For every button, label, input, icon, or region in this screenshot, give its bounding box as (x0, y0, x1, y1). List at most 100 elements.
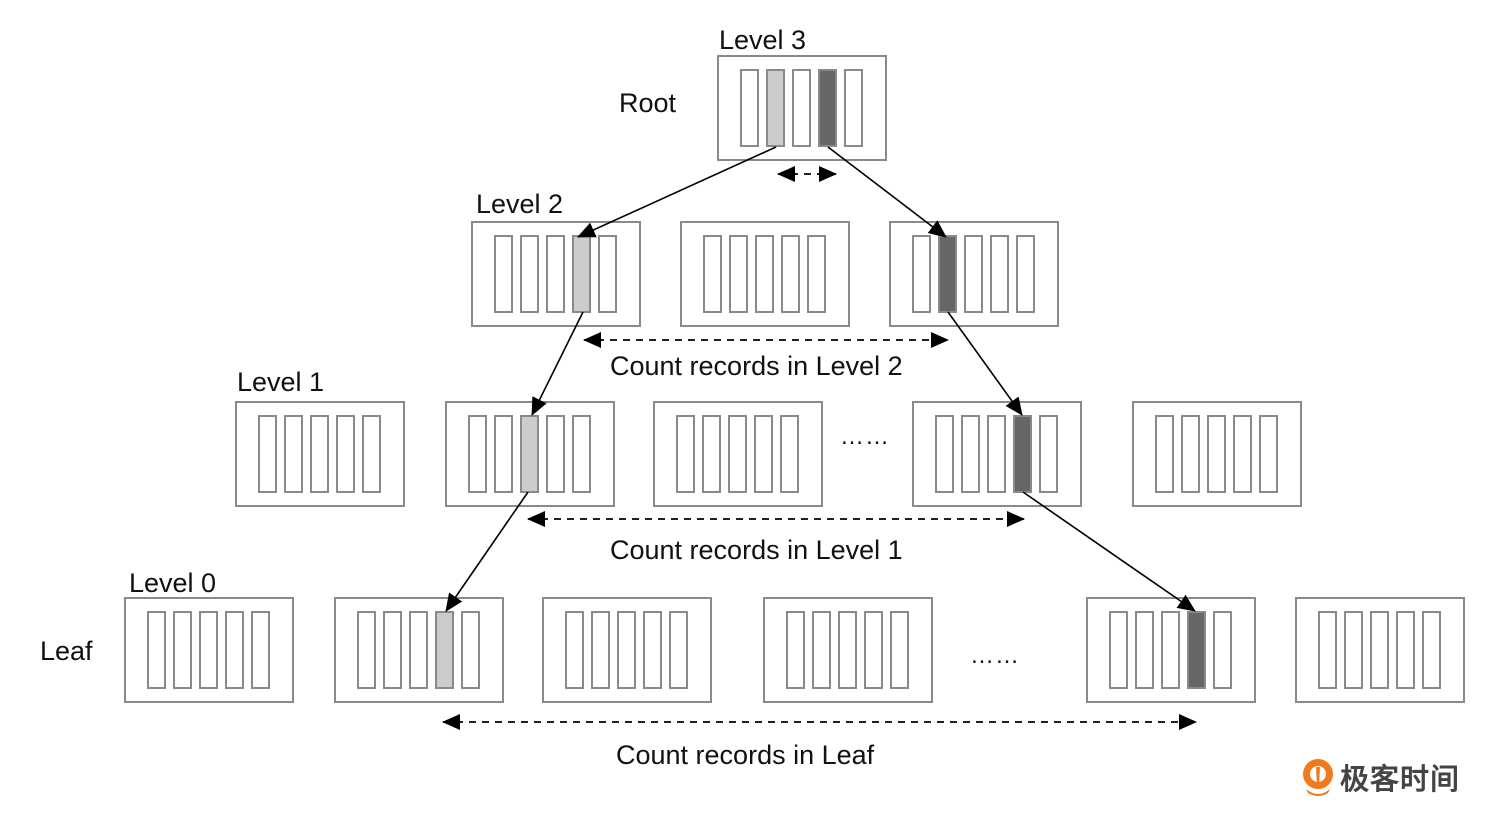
caption-level-2: Count records in Level 2 (610, 351, 903, 381)
record-empty (546, 235, 565, 313)
record-empty (1016, 235, 1035, 313)
record-empty (336, 415, 355, 493)
record-empty (1109, 611, 1128, 689)
record-empty (1233, 415, 1252, 493)
record-empty (807, 235, 826, 313)
record-light (766, 69, 785, 147)
record-empty (258, 415, 277, 493)
record-empty (284, 415, 303, 493)
record-empty (669, 611, 688, 689)
record-empty (890, 611, 909, 689)
level1-node-3 (912, 401, 1082, 507)
record-empty (844, 69, 863, 147)
record-light (520, 415, 539, 493)
record-empty (617, 611, 636, 689)
leaf-label: Leaf (40, 636, 93, 666)
record-empty (461, 611, 480, 689)
record-empty (409, 611, 428, 689)
record-empty (964, 235, 983, 313)
level-3-label: Level 3 (719, 25, 806, 55)
record-dark (818, 69, 837, 147)
record-empty (1135, 611, 1154, 689)
record-empty (729, 235, 748, 313)
level0-node-4 (1086, 597, 1256, 703)
level1-node-0 (235, 401, 405, 507)
record-empty (1396, 611, 1415, 689)
record-empty (786, 611, 805, 689)
record-empty (1318, 611, 1337, 689)
level2-node-2 (889, 221, 1059, 327)
level0-node-2 (542, 597, 712, 703)
level1-node-1 (445, 401, 615, 507)
record-empty (357, 611, 376, 689)
edge-root-to-level2-left (577, 146, 777, 238)
level2-node-0 (471, 221, 641, 327)
record-empty (1181, 415, 1200, 493)
record-empty (225, 611, 244, 689)
record-empty (520, 235, 539, 313)
level-0-ellipsis: …… (970, 642, 1020, 669)
record-light (435, 611, 454, 689)
record-empty (1039, 415, 1058, 493)
caption-leaf: Count records in Leaf (616, 740, 875, 770)
record-empty (147, 611, 166, 689)
geektime-logo: 极客时间 (1300, 756, 1460, 798)
record-dark (1187, 611, 1206, 689)
record-empty (362, 415, 381, 493)
record-empty (864, 611, 883, 689)
record-empty (754, 415, 773, 493)
record-empty (1213, 611, 1232, 689)
record-empty (598, 235, 617, 313)
level0-node-0 (124, 597, 294, 703)
level-1-label: Level 1 (237, 367, 324, 397)
geektime-logo-icon (1303, 759, 1333, 796)
record-empty (1259, 415, 1278, 493)
record-empty (792, 69, 811, 147)
edge-level1-to-level0-right (1022, 491, 1196, 612)
level1-node-2 (653, 401, 823, 507)
record-empty (494, 415, 513, 493)
record-empty (1155, 415, 1174, 493)
record-empty (1207, 415, 1226, 493)
record-empty (781, 235, 800, 313)
edge-level2-to-level1-right (947, 311, 1023, 416)
record-empty (702, 415, 721, 493)
record-dark (1013, 415, 1032, 493)
record-empty (912, 235, 931, 313)
record-empty (310, 415, 329, 493)
root-label: Root (619, 88, 677, 118)
record-empty (1370, 611, 1389, 689)
record-empty (838, 611, 857, 689)
record-empty (728, 415, 747, 493)
record-empty (990, 235, 1009, 313)
level2-node-1 (680, 221, 850, 327)
level-0-label: Level 0 (129, 568, 216, 598)
record-empty (755, 235, 774, 313)
level0-node-1 (334, 597, 504, 703)
record-empty (173, 611, 192, 689)
record-empty (199, 611, 218, 689)
record-empty (1422, 611, 1441, 689)
record-empty (935, 415, 954, 493)
edge-level1-to-level0-left (445, 491, 529, 612)
level-1-ellipsis: …… (840, 423, 890, 450)
record-empty (565, 611, 584, 689)
edge-root-to-level2-right (827, 146, 947, 238)
record-empty (643, 611, 662, 689)
level0-node-3 (763, 597, 933, 703)
edge-level2-to-level1-left (531, 311, 584, 416)
record-empty (1161, 611, 1180, 689)
record-empty (812, 611, 831, 689)
level3-node-0 (717, 55, 887, 161)
record-empty (572, 415, 591, 493)
record-empty (546, 415, 565, 493)
record-empty (780, 415, 799, 493)
level0-node-5 (1295, 597, 1465, 703)
record-empty (740, 69, 759, 147)
record-empty (251, 611, 270, 689)
record-empty (468, 415, 487, 493)
level1-node-4 (1132, 401, 1302, 507)
record-empty (987, 415, 1006, 493)
record-empty (703, 235, 722, 313)
record-empty (591, 611, 610, 689)
